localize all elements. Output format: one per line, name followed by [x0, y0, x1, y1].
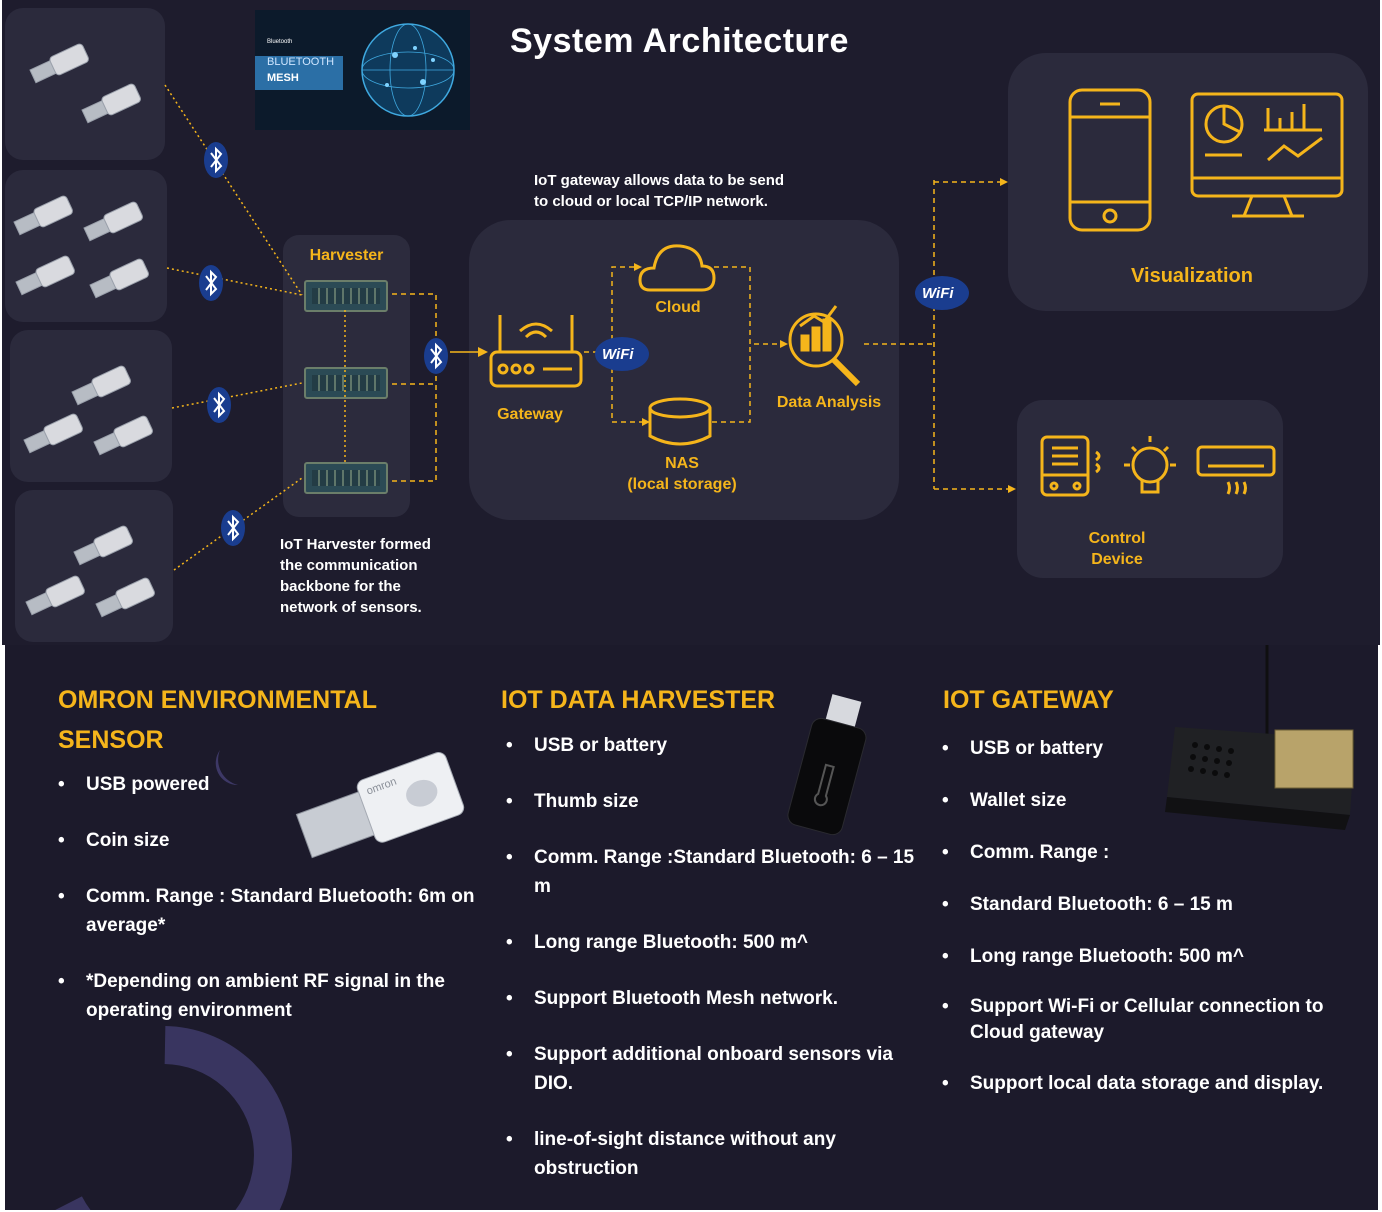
mesh-banner-tag	[255, 56, 343, 90]
gateway-label: Gateway	[497, 406, 563, 423]
harvester-bullet-list: USB or battery Thumb size Comm. Range :S…	[506, 731, 921, 1183]
gateway-bullet: Support local data storage and display.	[942, 1069, 1362, 1098]
omron-bullet-list: USB powered Coin size Comm. Range : Stan…	[58, 770, 478, 1025]
light-bulb-icon	[1124, 436, 1176, 494]
visualization-label: Visualization	[1131, 265, 1253, 287]
usb-sensor-icons	[13, 43, 155, 618]
omron-bullet: Comm. Range : Standard Bluetooth: 6m on …	[58, 882, 478, 940]
wifi-label-analysis: WiFi	[922, 285, 954, 302]
gateway-bullet: USB or battery	[942, 734, 1362, 763]
air-conditioner-icon	[1196, 445, 1276, 495]
air-purifier-icon	[1040, 435, 1101, 497]
mesh-banner-small-text: Bluetooth	[267, 39, 293, 45]
gateway-note-line2: to cloud or local TCP/IP network.	[534, 193, 768, 210]
nas-label-line1: NAS	[665, 455, 699, 472]
gateway-section-title: IOT GATEWAY	[943, 686, 1114, 714]
sensor-group-3	[10, 330, 172, 482]
monitor-dashboard-icon	[1190, 92, 1344, 218]
gateway-bullet: Standard Bluetooth: 6 – 15 m	[942, 890, 1362, 919]
bluetooth-badges	[199, 142, 448, 546]
sensor-group-1	[5, 8, 165, 160]
gateway-note-line1: IoT gateway allows data to be send	[534, 172, 785, 189]
omron-bullet: *Depending on ambient RF signal in the o…	[58, 967, 478, 1025]
mesh-banner-line2: MESH	[267, 72, 299, 84]
omron-section-title-line2: SENSOR	[58, 726, 164, 754]
mesh-banner-line1: BLUETOOTH	[267, 56, 335, 68]
diagram-connections	[13, 43, 1344, 618]
omron-bullet: Coin size	[58, 826, 478, 855]
nas-label-line2: (local storage)	[627, 476, 737, 493]
bluetooth-mesh-banner: Bluetooth BLUETOOTH MESH	[255, 10, 470, 130]
wifi-badges	[595, 276, 969, 371]
harvester-note-line4: network of sensors.	[280, 599, 422, 616]
cloud-icon	[638, 244, 716, 292]
diagram-title: System Architecture	[510, 22, 849, 60]
gateway-bullet: Comm. Range :	[942, 838, 1362, 867]
database-icon	[648, 397, 712, 446]
harvester-section-title: IOT DATA HARVESTER	[501, 686, 776, 714]
harvester-note-line3: backbone for the	[280, 578, 401, 595]
harvester-note-line2: the communication	[280, 557, 418, 574]
globe-network-icon	[361, 23, 455, 117]
omron-section-title-line1: OMRON ENVIRONMENTAL	[58, 686, 377, 714]
control-device-label-line1: Control	[1088, 530, 1146, 547]
harvester-bullet: Thumb size	[506, 787, 921, 816]
gateway-bullet: Long range Bluetooth: 500 m^	[942, 942, 1362, 971]
data-analysis-icon	[788, 305, 861, 387]
harvester-bullet: USB or battery	[506, 731, 921, 760]
harvester-bullet: Long range Bluetooth: 500 m^	[506, 928, 921, 957]
harvester-label: Harvester	[309, 247, 384, 264]
harvester-bullet: Comm. Range :Standard Bluetooth: 6 – 15 …	[506, 843, 921, 901]
visualization-box	[1008, 53, 1368, 311]
sensor-group-4	[15, 490, 173, 642]
phone-icon	[1068, 88, 1152, 232]
architecture-diagram-panel: Bluetooth BLUETOOTH MESH System Architec…	[2, 0, 1380, 645]
spec-panel: omron OMRON E	[5, 645, 1378, 1210]
harvester-note-line1: IoT Harvester formed	[280, 536, 431, 553]
data-analysis-label: Data Analysis	[776, 394, 882, 411]
harvester-bullet: Support additional onboard sensors via D…	[506, 1040, 921, 1098]
gateway-bullet: Wallet size	[942, 786, 1362, 815]
omron-bullet: USB powered	[58, 770, 478, 799]
harvester-chip-3	[304, 462, 388, 494]
harvester-chip-1	[304, 280, 388, 312]
processing-box	[469, 220, 899, 520]
sensor-group-2	[5, 170, 167, 322]
gateway-bullet-list: USB or battery Wallet size Comm. Range :…	[942, 734, 1362, 1098]
harvester-bullet: line-of-sight distance without any obstr…	[506, 1125, 921, 1183]
router-icon	[489, 315, 583, 388]
cloud-label: Cloud	[655, 299, 701, 316]
harvester-bullet: Support Bluetooth Mesh network.	[506, 984, 921, 1013]
control-device-label-line2: Device	[1091, 551, 1143, 568]
harvester-chip-2	[304, 367, 388, 399]
gateway-bullet: Support Wi-Fi or Cellular connection to …	[942, 994, 1362, 1046]
wifi-label-gateway: WiFi	[602, 346, 634, 363]
